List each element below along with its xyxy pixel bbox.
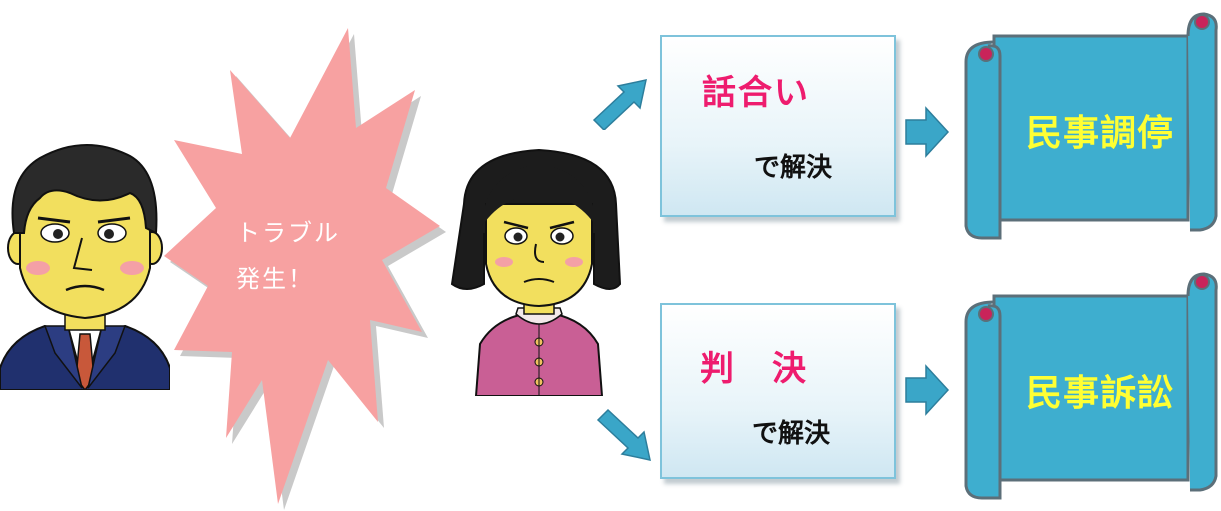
option-title-judgment: 判 決 — [700, 349, 808, 389]
option-title-discussion: 話合い — [702, 73, 810, 113]
scroll-mediation — [964, 12, 1218, 240]
option-suffix-discussion: で解決 — [754, 153, 833, 183]
option-suffix-judgment: で解決 — [752, 419, 831, 449]
woman-illustration — [450, 148, 622, 396]
scroll-lawsuit — [964, 272, 1218, 500]
option-box-discussion: 話合い で解決 — [660, 35, 896, 217]
arrow-up-right-icon — [592, 79, 647, 130]
option-box-judgment: 判 決 で解決 — [660, 303, 896, 479]
result-mediation: 民事調停 — [1025, 113, 1174, 154]
burst-line-1: トラブル — [236, 219, 340, 247]
arrow-right-icon — [905, 364, 950, 416]
arrow-right-icon — [905, 106, 950, 158]
arrow-down-right-icon — [596, 408, 651, 461]
burst-text: トラブル 発生！ — [236, 210, 340, 302]
trouble-burst — [164, 28, 446, 510]
result-lawsuit: 民事訴訟 — [1025, 373, 1174, 414]
burst-line-2: 発生！ — [236, 265, 314, 293]
man-illustration — [0, 144, 170, 390]
